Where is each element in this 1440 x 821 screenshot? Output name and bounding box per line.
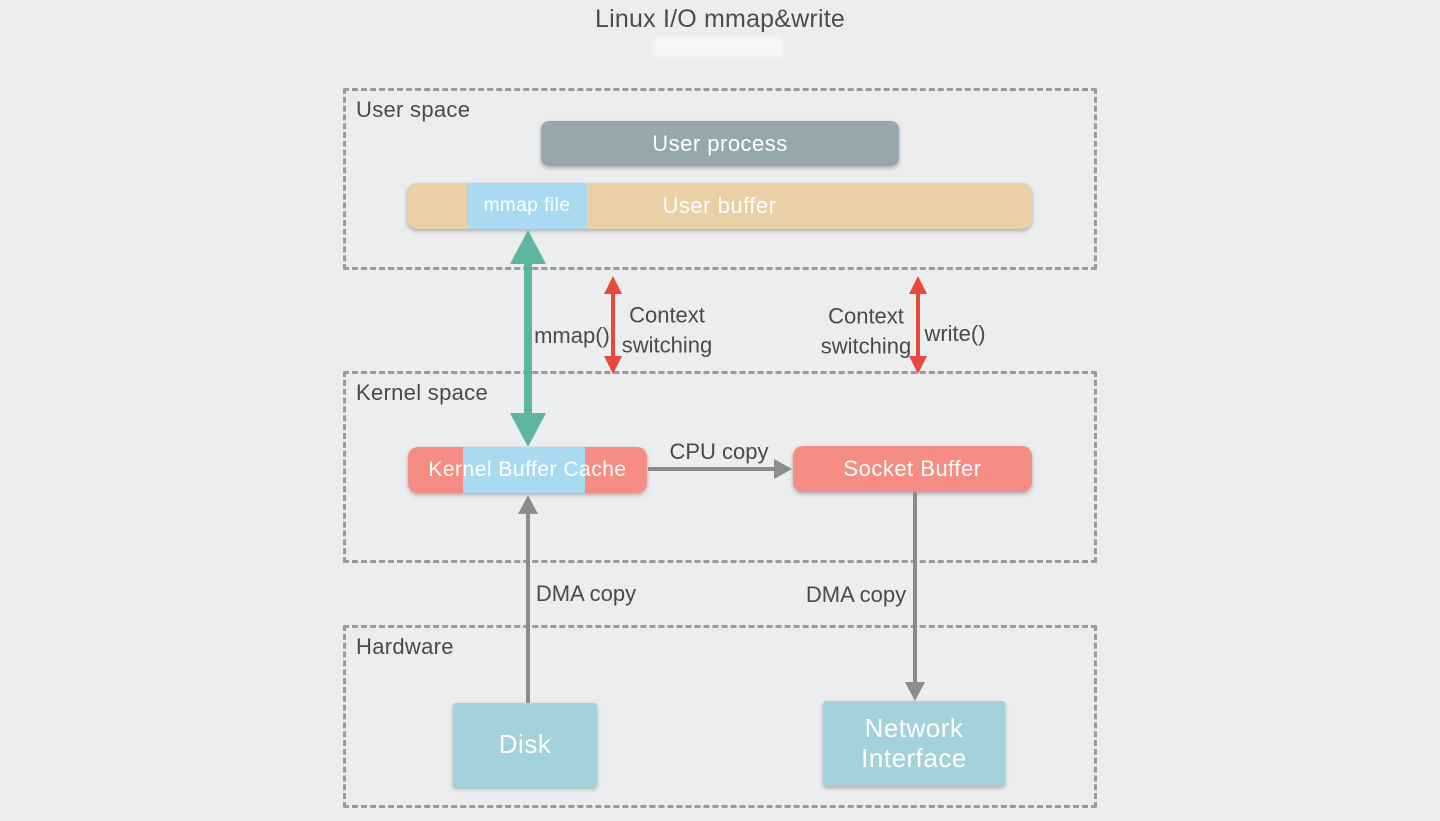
- title-highlight-decoration: [653, 37, 783, 57]
- user-process-label: User process: [652, 130, 788, 156]
- mmap-call-label: mmap(): [534, 323, 610, 349]
- kernel-buffer-cache-label: Kernel Buffer Cache: [428, 458, 627, 481]
- user-space-label: User space: [356, 97, 471, 122]
- page-title: Linux I/O mmap&write: [595, 5, 845, 33]
- context-switching-label-right: Context switching: [820, 303, 912, 358]
- user-buffer-node: mmap file User buffer: [407, 183, 1032, 229]
- network-interface-node: Network Interface: [823, 701, 1005, 786]
- user-process-node: User process: [541, 121, 899, 166]
- kernel-space-zone: Kernel space: [343, 371, 1097, 563]
- kernel-buffer-cache-node: Kernel Buffer Cache: [408, 447, 647, 493]
- context-switching-label-left: Context switching: [621, 302, 713, 357]
- mmap-file-segment: mmap file: [467, 183, 587, 229]
- network-interface-label: Network Interface: [861, 712, 967, 773]
- write-call-label: write(): [924, 321, 986, 347]
- kernel-space-label: Kernel space: [356, 380, 489, 405]
- disk-node: Disk: [453, 703, 597, 787]
- dma-copy-label-right: DMA copy: [805, 582, 907, 608]
- mmap-file-label: mmap file: [483, 195, 571, 216]
- hardware-label: Hardware: [356, 634, 454, 659]
- user-space-zone: User space: [343, 88, 1097, 270]
- disk-label: Disk: [498, 729, 552, 760]
- user-buffer-label: User buffer: [662, 193, 777, 218]
- cpu-copy-label: CPU copy: [669, 439, 769, 465]
- socket-buffer-label: Socket Buffer: [843, 456, 982, 481]
- socket-buffer-node: Socket Buffer: [793, 446, 1032, 492]
- kernel-buffer-page-cache-segment: [463, 447, 585, 493]
- hardware-zone: Hardware: [343, 625, 1097, 808]
- dma-copy-label-left: DMA copy: [535, 581, 637, 607]
